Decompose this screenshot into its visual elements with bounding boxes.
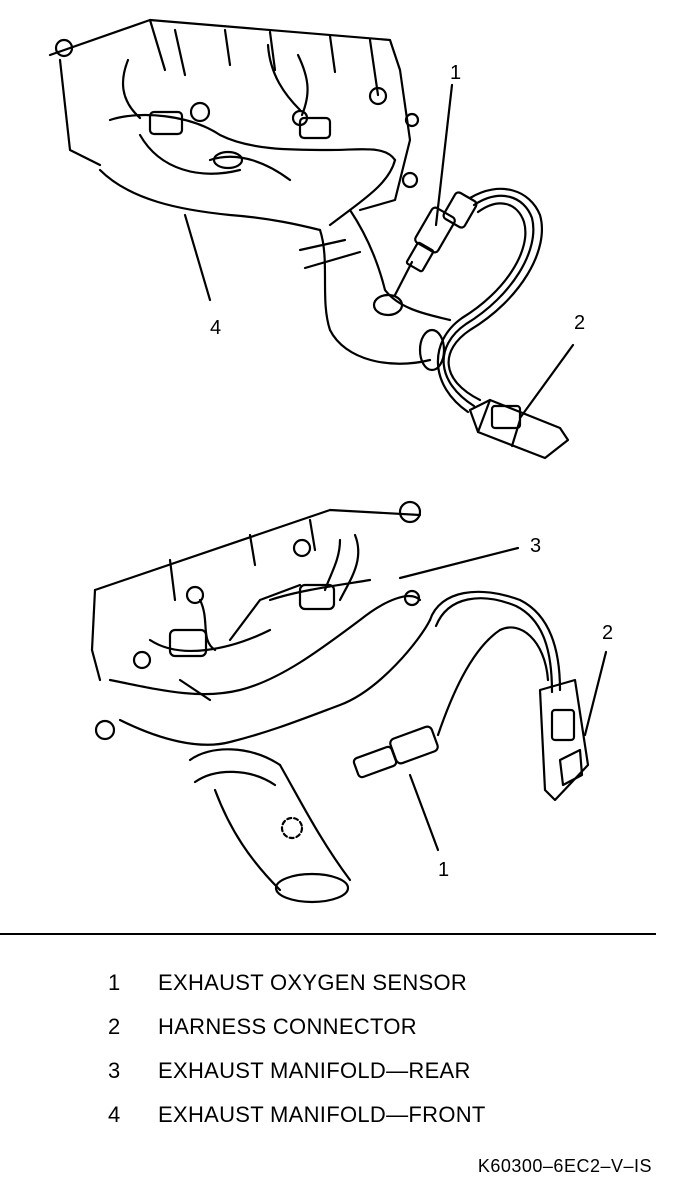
legend-item: 2 HARNESS CONNECTOR — [108, 1014, 668, 1058]
legend: 1 EXHAUST OXYGEN SENSOR 2 HARNESS CONNEC… — [108, 970, 668, 1146]
legend-label: EXHAUST MANIFOLD—FRONT — [158, 1102, 486, 1127]
divider-line — [0, 933, 656, 935]
legend-item: 3 EXHAUST MANIFOLD—REAR — [108, 1058, 668, 1102]
callout-top-1: 1 — [450, 62, 462, 84]
legend-number: 4 — [108, 1102, 121, 1127]
legend-item: 4 EXHAUST MANIFOLD—FRONT — [108, 1102, 668, 1146]
callout-bottom-3: 3 — [530, 535, 542, 557]
legend-number: 3 — [108, 1058, 121, 1083]
legend-number: 1 — [108, 970, 121, 995]
exhaust-oxygen-sensor-illustration — [48, 18, 608, 904]
callout-top-4: 4 — [210, 317, 222, 339]
leader-top-4 — [183, 213, 212, 302]
legend-item: 1 EXHAUST OXYGEN SENSOR — [108, 970, 668, 1014]
callout-top-2: 2 — [574, 312, 586, 334]
legend-label: EXHAUST OXYGEN SENSOR — [158, 970, 468, 995]
leader-bottom-3 — [398, 546, 520, 580]
leader-bottom-2 — [583, 650, 608, 737]
callout-bottom-1: 1 — [438, 859, 450, 881]
figure-code: K60300–6EC2–V–IS — [477, 1156, 652, 1176]
front-manifold-view — [48, 18, 570, 460]
rear-manifold-view — [90, 500, 590, 904]
leader-top-2 — [518, 343, 575, 420]
leader-top-1 — [434, 83, 454, 227]
legend-label: HARNESS CONNECTOR — [158, 1014, 417, 1039]
leader-bottom-1 — [408, 773, 440, 852]
legend-label: EXHAUST MANIFOLD—REAR — [158, 1058, 471, 1083]
callout-bottom-2: 2 — [602, 622, 614, 644]
legend-number: 2 — [108, 1014, 121, 1039]
